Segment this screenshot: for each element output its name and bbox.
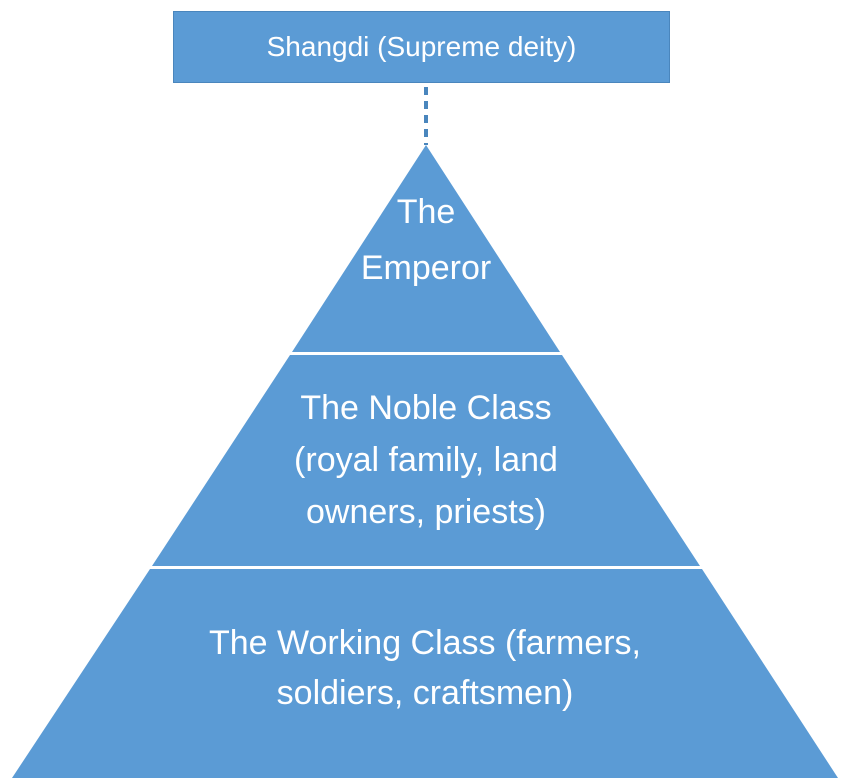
working-line-1: The Working Class (farmers, [208, 624, 642, 662]
noble-line-3: owners, priests) [306, 493, 546, 531]
noble-line-2: (royal family, land [294, 441, 558, 479]
emperor-line-1: The [396, 193, 456, 231]
emperor-label: The Emperor [326, 184, 526, 296]
noble-class-label: The Noble Class (royal family, land owne… [226, 382, 626, 538]
noble-line-1: The Noble Class [300, 389, 552, 427]
pyramid-tier-emperor [292, 145, 560, 352]
pyramid-tier-working [12, 569, 838, 778]
shangdi-label: Shangdi (Supreme deity) [266, 31, 577, 62]
shangdi-box: Shangdi (Supreme deity) [173, 11, 670, 83]
working-line-2: soldiers, craftsmen) [276, 674, 574, 712]
emperor-line-2: Emperor [360, 249, 492, 287]
pyramid-tier-nobles [152, 355, 700, 566]
working-class-label: The Working Class (farmers, soldiers, cr… [100, 618, 750, 718]
